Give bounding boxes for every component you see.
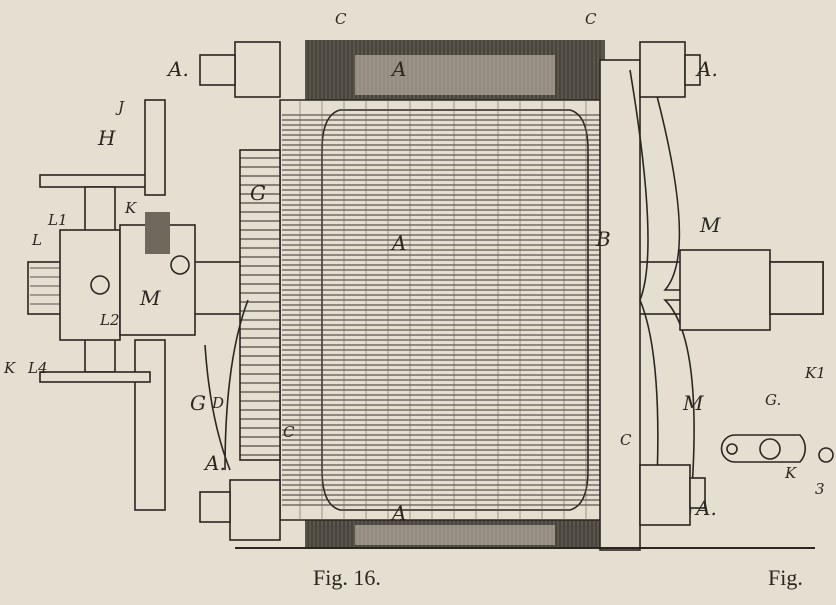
- label-c-top-right: C: [585, 10, 597, 28]
- label-g-dot: G.: [765, 391, 781, 409]
- label-l2: L2: [99, 311, 120, 329]
- label-a-top-left: A.: [166, 57, 189, 81]
- label-h: H: [97, 126, 116, 150]
- bolt-nut: [234, 41, 281, 98]
- label-b: B: [595, 227, 611, 251]
- label-a-bottom-left: A.: [203, 451, 226, 475]
- label-a-bottom-right: A.: [694, 496, 717, 520]
- screw-head: [726, 443, 738, 455]
- screw-head: [170, 255, 190, 275]
- label-l1: L1: [47, 211, 68, 229]
- label-a-top-band: A: [390, 57, 406, 81]
- bolts: [199, 41, 706, 541]
- label-d: D: [211, 394, 224, 412]
- brush-cable: [224, 299, 249, 471]
- shaft-end: [769, 261, 824, 315]
- right-arm-inner: [629, 69, 659, 521]
- collar: [59, 229, 121, 341]
- bolt-nut: [229, 479, 281, 541]
- top-band-panel: [355, 55, 555, 95]
- label-g-upper: G: [250, 181, 266, 205]
- label-j: J: [115, 98, 125, 116]
- bolt-nut: [684, 54, 701, 86]
- label-m-right-lower: M: [682, 391, 704, 415]
- bolt-nut: [639, 464, 691, 526]
- commutator-segments: [240, 157, 280, 456]
- bolt-nut: [689, 477, 706, 509]
- label-m-left: M: [139, 286, 161, 310]
- label-a-bottom-band: A: [390, 501, 406, 525]
- label-m-right-upper: M: [699, 213, 721, 237]
- bottom-band-panel: [355, 525, 555, 545]
- armature-laminations: [282, 100, 618, 520]
- right-end-plate: [599, 59, 641, 551]
- bolt-nut: [199, 54, 236, 86]
- label-k-left: K: [3, 359, 16, 377]
- brush-gear: [39, 99, 249, 511]
- label-3: 3: [815, 480, 825, 498]
- label-l: L: [31, 231, 42, 249]
- right-hub: [679, 249, 771, 331]
- brush-stem: [144, 99, 166, 196]
- label-k1: K1: [804, 364, 826, 382]
- bolt-nut: [639, 41, 686, 98]
- eye-hole: [759, 438, 781, 460]
- label-k-upper: K: [124, 199, 137, 217]
- bolt-nut: [199, 491, 231, 523]
- detail-figure-17: [720, 434, 834, 463]
- label-g-lower: G: [190, 391, 206, 415]
- label-c-bottom-left: C: [283, 423, 295, 441]
- label-k-right: K: [784, 464, 797, 482]
- next-figure-caption: Fig.: [768, 565, 803, 590]
- hatched-block: [145, 212, 170, 254]
- label-c-bottom-right: C: [620, 431, 632, 449]
- brush-lever: [134, 339, 166, 511]
- label-c-top-left: C: [335, 10, 347, 28]
- screw-head: [90, 275, 110, 295]
- label-l4: L4: [27, 359, 48, 377]
- terminal: [818, 447, 834, 463]
- lower-holder-bar: [39, 371, 151, 383]
- label-a-center: A: [390, 231, 406, 255]
- label-a-top-right: A.: [695, 57, 718, 81]
- brush-holder-bar: [39, 174, 161, 188]
- figure-caption: Fig. 16.: [313, 565, 381, 590]
